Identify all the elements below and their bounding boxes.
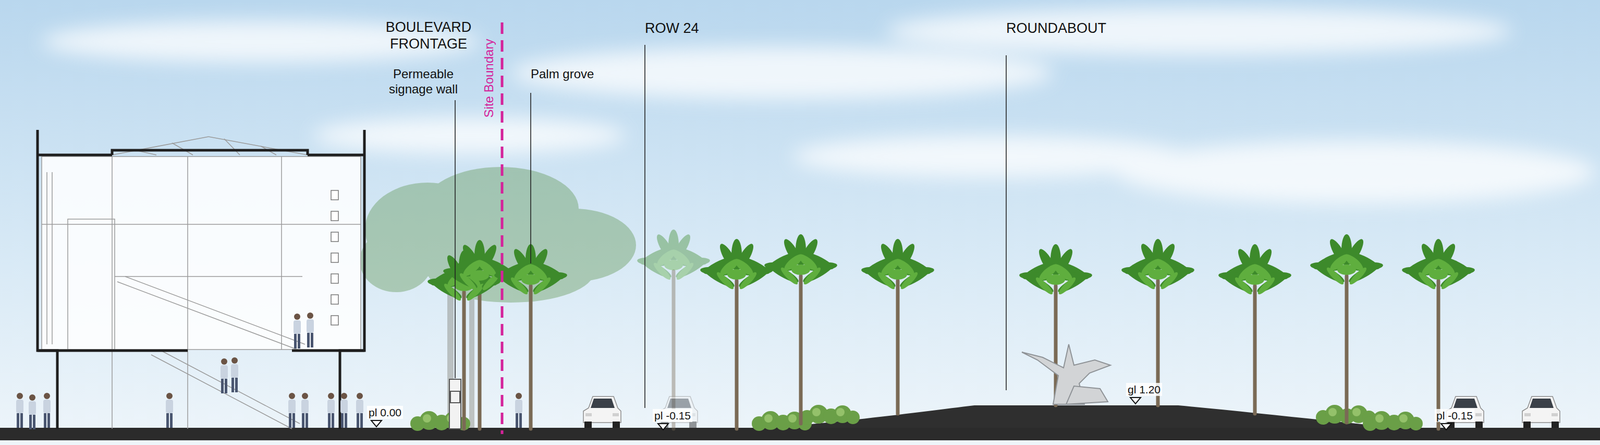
callout-label: Palm grove [530,66,594,82]
level-mark: pl -0.15 [652,408,693,422]
section-heading: BOULEVARD FRONTAGE [368,18,489,53]
section-heading: ROUNDABOUT [1006,19,1107,37]
level-mark: pl -0.15 [1434,408,1475,422]
level-mark: pl 0.00 [367,405,403,419]
level-mark: gl 1.20 [1126,382,1163,396]
boundary-label: Site Boundary [481,39,497,118]
callout-label: Permeable signage wall [377,66,470,97]
section-heading: ROW 24 [644,19,700,37]
